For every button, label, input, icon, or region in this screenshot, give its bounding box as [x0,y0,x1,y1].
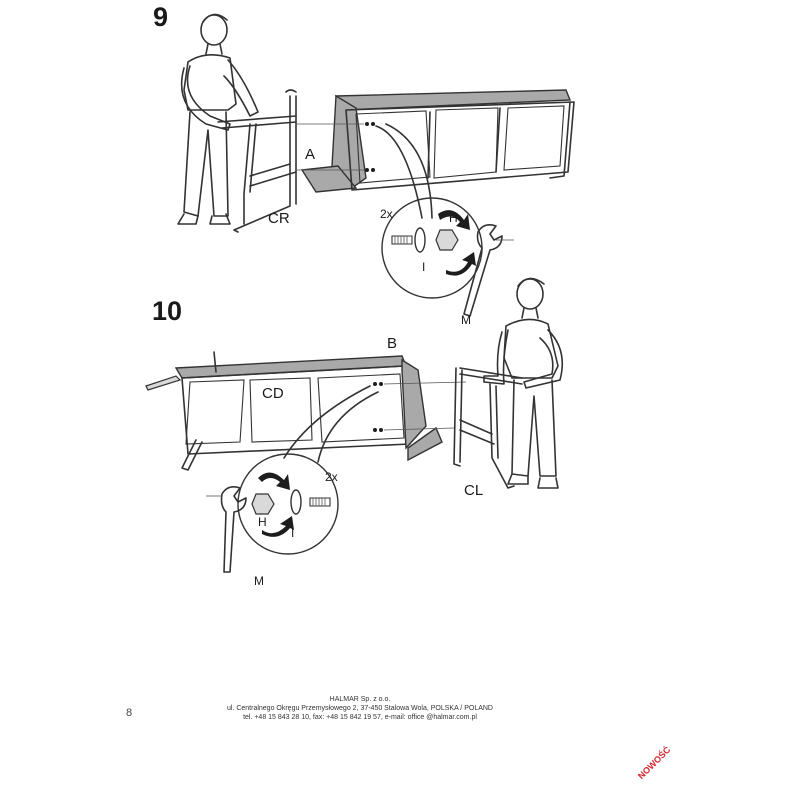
label-cd: CD [262,385,284,402]
step-number-9: 9 [153,2,169,32]
label-a: A [305,146,316,163]
page-number: 8 [126,707,133,719]
footer: HALMAR Sp. z o.o. ul. Centralnego Okręgu… [160,695,560,722]
step-9-side-frame-cr [217,89,297,233]
footer-address: ul. Centralnego Okręgu Przemysłowego 2, … [226,705,493,712]
label-i-10: I [291,526,295,540]
step-10-detail-callout [206,385,379,573]
label-m-9: M [461,313,471,327]
label-qty-9: 2x [380,207,393,221]
step-number-10: 10 [152,296,183,326]
label-h-9: H [449,211,458,225]
footer-company: HALMAR Sp. z o.o. [329,696,391,703]
label-cr: CR [268,210,290,227]
label-b: B [387,335,398,352]
label-qty-10: 2x [325,470,338,484]
label-m-10: M [254,574,264,588]
step-9-person [177,13,259,225]
step-10-sofa-body [145,351,467,471]
label-cl: CL [464,482,484,499]
label-i-9: I [422,260,426,274]
step-9-detail-callout [375,123,514,317]
step-10-person [483,277,564,489]
step-9-sofa-body [296,89,575,193]
footer-contact: tel. +48 15 843 28 10, fax: +48 15 842 1… [243,714,477,721]
label-h-10: H [258,515,267,529]
